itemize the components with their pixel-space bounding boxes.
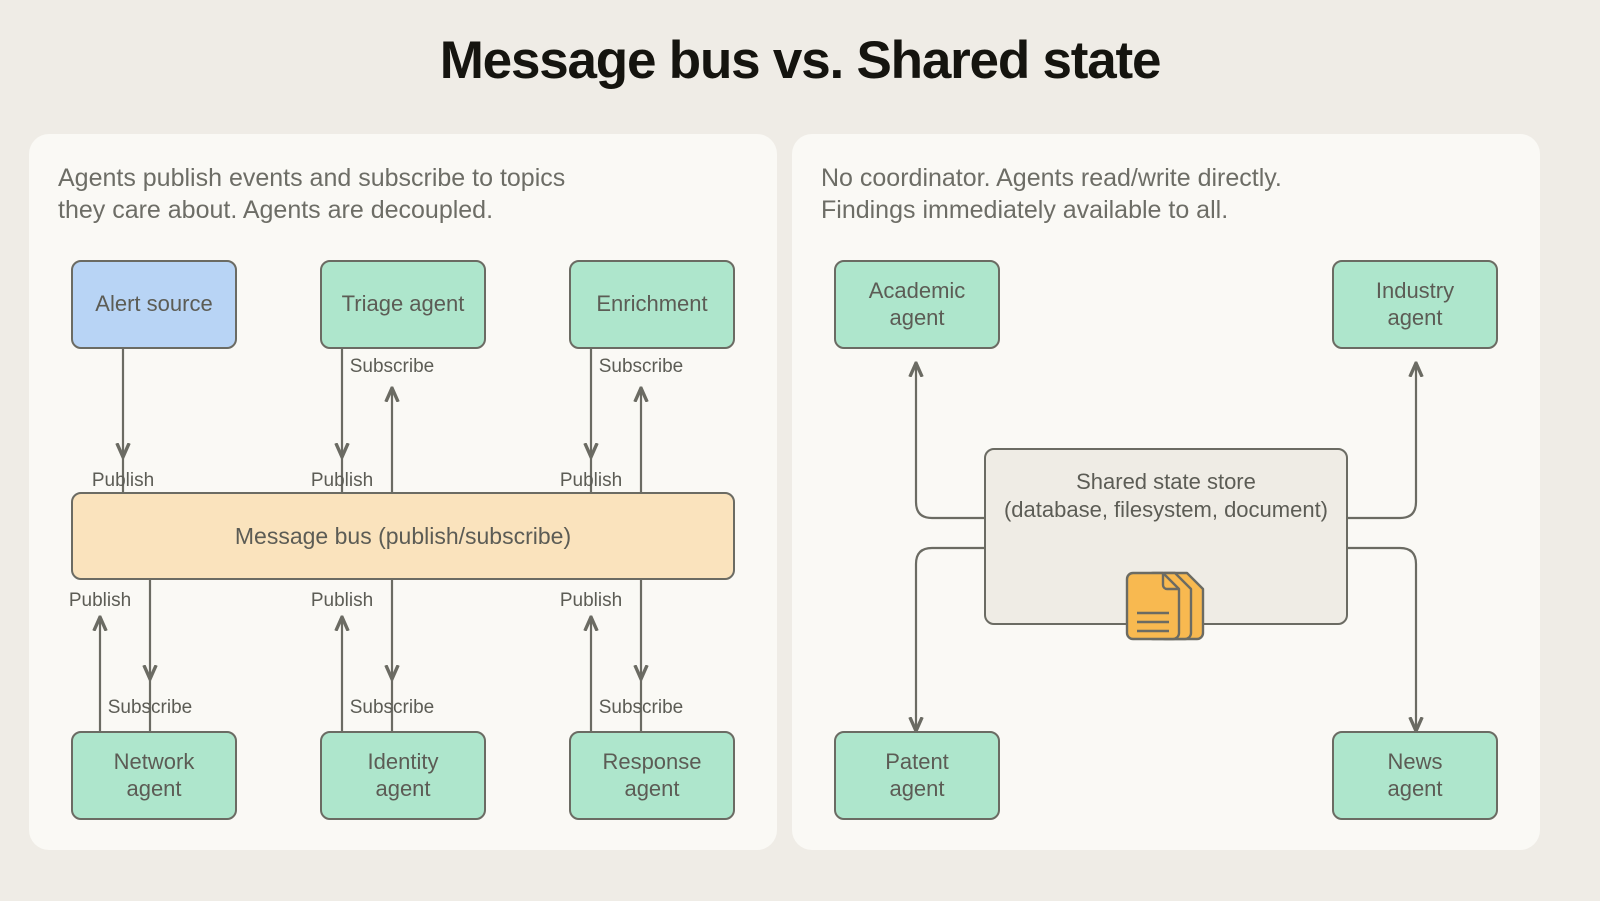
panel-message-bus: Agents publish events and subscribe to t… (29, 134, 777, 850)
edge-label-subscribe-triage: Subscribe (349, 356, 435, 377)
edge-label-subscribe-enrichment: Subscribe (598, 356, 684, 377)
node-response-agent[interactable]: Response agent (569, 731, 735, 820)
right-panel-description: No coordinator. Agents read/write direct… (821, 164, 1282, 225)
edge-label-publish-identity: Publish (310, 590, 374, 611)
page-title: Message bus vs. Shared state (439, 31, 1162, 90)
node-alert-source[interactable]: Alert source (71, 260, 237, 349)
node-news-agent[interactable]: News agent (1332, 731, 1498, 820)
right-panel-connectors (792, 134, 1540, 850)
documents-stack-icon (1119, 540, 1213, 654)
shared-state-store-label: Shared state store (database, filesystem… (1003, 469, 1329, 523)
edge-label-publish-enrichment: Publish (559, 470, 623, 491)
node-enrichment[interactable]: Enrichment (569, 260, 735, 349)
left-panel-description: Agents publish events and subscribe to t… (58, 164, 566, 225)
node-message-bus[interactable]: Message bus (publish/subscribe) (71, 492, 735, 580)
edge-label-subscribe-network: Subscribe (107, 697, 193, 718)
edge-label-publish-network: Publish (68, 590, 132, 611)
node-academic-agent[interactable]: Academic agent (834, 260, 1000, 349)
node-industry-agent[interactable]: Industry agent (1332, 260, 1498, 349)
node-shared-state-store[interactable]: Shared state store (database, filesystem… (984, 448, 1348, 641)
left-panel-connectors (29, 349, 777, 731)
node-triage-agent[interactable]: Triage agent (320, 260, 486, 349)
edge-label-subscribe-response: Subscribe (598, 697, 684, 718)
panel-shared-state: No coordinator. Agents read/write direct… (792, 134, 1540, 850)
edge-label-subscribe-identity: Subscribe (349, 697, 435, 718)
edge-label-publish-alert: Publish (91, 470, 155, 491)
edge-label-publish-triage: Publish (310, 470, 374, 491)
node-identity-agent[interactable]: Identity agent (320, 731, 486, 820)
edge-label-publish-response: Publish (559, 590, 623, 611)
node-patent-agent[interactable]: Patent agent (834, 731, 1000, 820)
node-network-agent[interactable]: Network agent (71, 731, 237, 820)
